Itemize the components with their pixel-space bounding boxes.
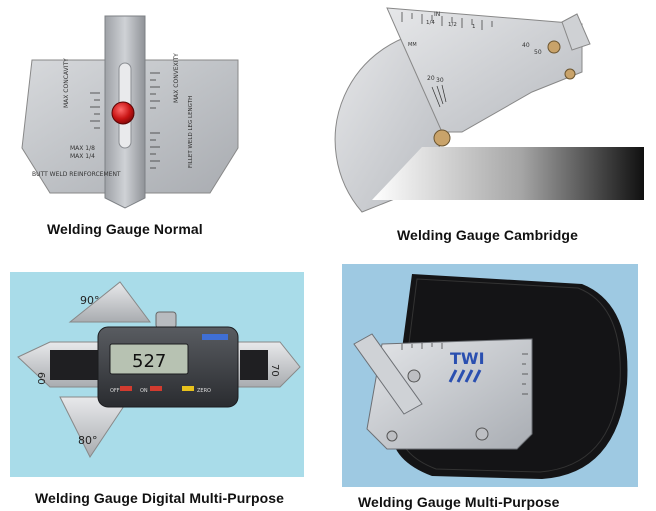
label-butt-weld: BUTT WELD REINFORCEMENT — [32, 171, 121, 178]
digital-btn-zero: ZERO — [197, 388, 211, 394]
digital-angle-60: 60 — [35, 372, 46, 385]
digital-gauge-illustration: 90° 80° 60 70 527 OFF ON ZERO — [17, 281, 301, 458]
label-fillet-weld: FILLET WELD LEG LENGTH — [188, 96, 194, 168]
photo-welding-gauge-cambridge: IN MM 20 30 40 50 1/4 1/2 1 — [322, 2, 652, 222]
digital-btn-on: ON — [140, 388, 148, 394]
label-max-concavity: MAX CONCAVITY — [63, 58, 70, 108]
cambridge-label-one: 1 — [472, 24, 476, 30]
cambridge-gauge-illustration: IN MM 20 30 40 50 1/4 1/2 1 — [334, 7, 644, 213]
cambridge-label-quarter: 1/4 — [426, 20, 435, 26]
normal-gauge-illustration: MAX CONCAVITY MAX CONVEXITY BUTT WELD RE… — [21, 15, 239, 209]
label-max-quarter: MAX 1/4 — [70, 153, 95, 160]
digital-angle-70: 70 — [269, 364, 280, 377]
twi-logo: TWI — [450, 349, 485, 368]
digital-display-value: 527 — [132, 351, 166, 372]
cambridge-label-mm: MM — [408, 42, 417, 48]
digital-angle-90: 90° — [80, 294, 100, 307]
label-max-convexity: MAX CONVEXITY — [173, 53, 180, 103]
caption-normal: Welding Gauge Normal — [47, 221, 203, 237]
digital-angle-80: 80° — [78, 434, 98, 447]
photo-welding-gauge-digital: 90° 80° 60 70 527 OFF ON ZERO — [10, 272, 304, 477]
cambridge-label-40: 40 — [522, 42, 530, 49]
photo-welding-gauge-multipurpose: TWI — [342, 264, 638, 487]
photo-welding-gauge-normal: MAX CONCAVITY MAX CONVEXITY BUTT WELD RE… — [10, 8, 250, 213]
cambridge-label-50: 50 — [534, 49, 542, 56]
caption-digital: Welding Gauge Digital Multi-Purpose — [35, 490, 285, 506]
caption-cambridge: Welding Gauge Cambridge — [397, 227, 578, 243]
caption-multipurpose: Welding Gauge Multi-Purpose — [358, 494, 560, 510]
cambridge-label-20: 20 — [427, 75, 435, 82]
cambridge-label-in: IN — [434, 11, 440, 18]
cambridge-label-half: 1/2 — [448, 22, 457, 28]
label-max-eighth: MAX 1/8 — [70, 145, 95, 152]
cambridge-label-30: 30 — [436, 77, 444, 84]
multipurpose-gauge-illustration: TWI — [353, 274, 628, 479]
digital-btn-off: OFF — [110, 388, 120, 394]
